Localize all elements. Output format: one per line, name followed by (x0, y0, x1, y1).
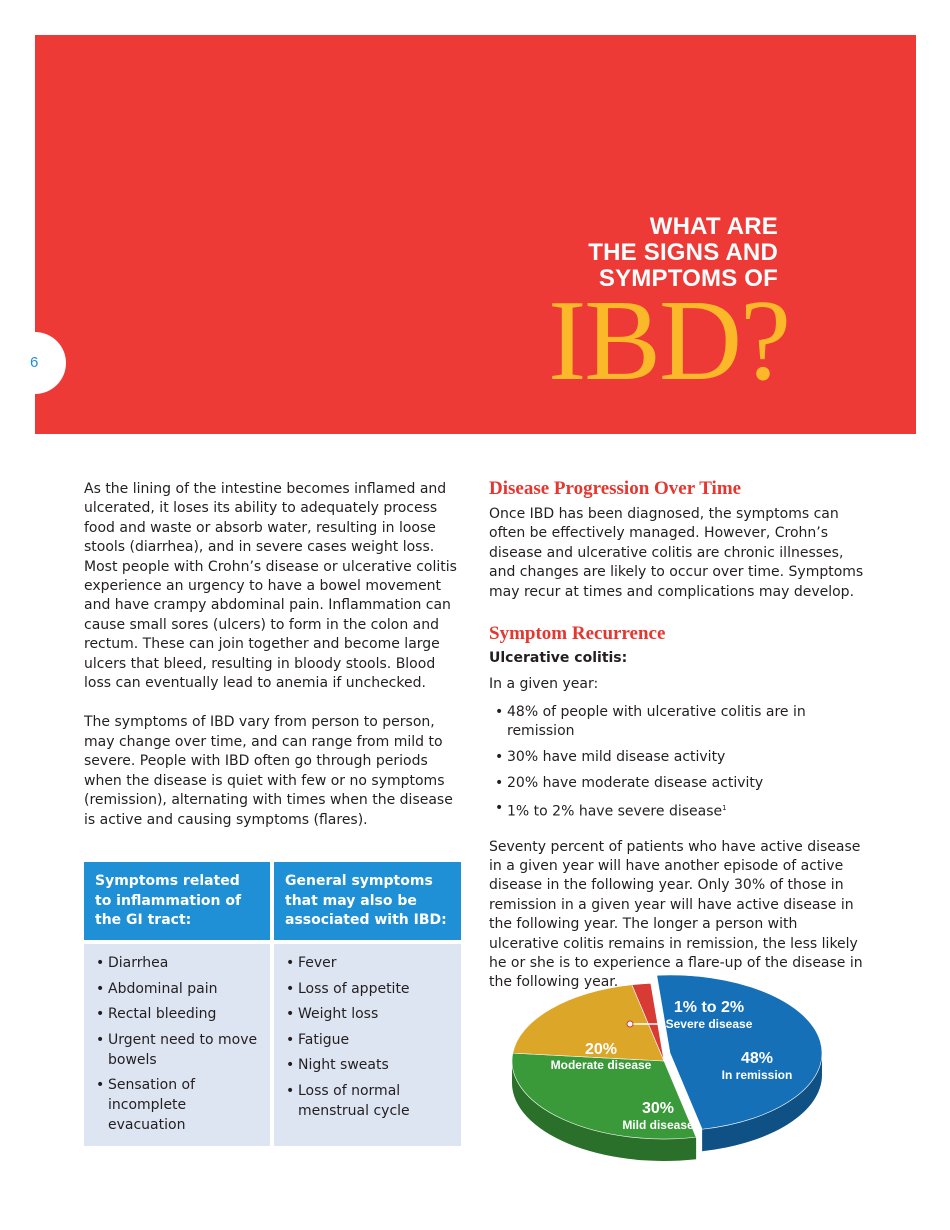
intro-paragraph-1: As the lining of the intestine becomes i… (84, 481, 457, 692)
slice-name-label: Moderate disease (551, 1058, 652, 1072)
page-number: 6 (30, 354, 39, 371)
severe-leader-dot (626, 1020, 634, 1028)
intro-line: In a given year: (489, 676, 599, 693)
list-item: Abdominal pain (96, 979, 258, 999)
subheading-uc: Ulcerative colitis: (489, 650, 628, 667)
list-item: Night sweats (286, 1055, 449, 1075)
list-item: Fever (286, 953, 449, 973)
title-banner (35, 35, 916, 434)
pie-slice-moderate-disease (512, 984, 665, 1062)
slice-value-label: 1% to 2% (674, 999, 744, 1016)
heading-progression: Disease Progression Over Time (489, 478, 742, 499)
list-item: Diarrhea (96, 953, 258, 973)
slice-value-label: 48% (741, 1050, 773, 1067)
list-item: 30% have mild disease activity (489, 748, 869, 768)
list-item: 20% have moderate disease activity (489, 774, 869, 794)
intro-paragraph-2: The symptoms of IBD vary from person to … (84, 714, 453, 828)
list-item: 1% to 2% have severe disease1 (489, 799, 869, 822)
recurrence-list: 48% of people with ulcerative colitis ar… (489, 703, 869, 823)
list-item: Weight loss (286, 1004, 449, 1024)
pie-slice-side (702, 1053, 822, 1152)
recurrence-paragraph: Seventy percent of patients who have act… (489, 838, 863, 991)
pie-slice-mild-disease (511, 1052, 697, 1140)
symptoms-table: Symptoms related to inflammation of the … (84, 862, 461, 1146)
slice-value-label: 30% (642, 1100, 674, 1117)
table-cell-general: Fever Loss of appetite Weight loss Fatig… (274, 944, 461, 1146)
table-header-gi: Symptoms related to inflammation of the … (84, 862, 270, 940)
list-item: 48% of people with ulcerative colitis ar… (489, 703, 869, 742)
pie-slice-severe-disease (631, 982, 665, 1062)
slice-name-label: In remission (722, 1068, 793, 1082)
page-title: WHAT ARE THE SIGNS AND SYMPTOMS OF (478, 214, 778, 292)
pie-slice-side (512, 1061, 697, 1161)
progression-section: Disease Progression Over Time Once IBD h… (489, 478, 869, 993)
intro-text: As the lining of the intestine becomes i… (84, 480, 464, 850)
slice-value-label: 20% (585, 1041, 617, 1058)
slice-name-label: Severe disease (666, 1017, 753, 1031)
slice-name-label: Mild disease (622, 1118, 694, 1132)
list-item: Loss of appetite (286, 979, 449, 999)
bullet-text: 1% to 2% have severe disease (507, 804, 723, 821)
title-line-1: WHAT ARE (649, 213, 778, 240)
uc-activity-pie-chart: 1% to 2% Severe disease 48% In remission… (511, 975, 823, 1161)
list-item: Rectal bleeding (96, 1004, 258, 1024)
footnote-mark: 1 (722, 804, 727, 813)
list-item: Sensation of incomplete evacuation (96, 1075, 258, 1135)
progression-paragraph: Once IBD has been diagnosed, the symptom… (489, 506, 864, 600)
pie-slice-in-remission (656, 975, 823, 1130)
page-number-tab (0, 332, 66, 394)
heading-recurrence: Symptom Recurrence (489, 623, 666, 645)
title-line-3: SYMPTOMS OF (598, 265, 778, 292)
table-cell-gi: Diarrhea Abdominal pain Rectal bleeding … (84, 944, 270, 1146)
list-item: Loss of normal menstrual cycle (286, 1081, 449, 1121)
title-ibd: IBD? (548, 277, 791, 404)
table-header-general: General symptoms that may also be associ… (274, 862, 461, 940)
title-line-2: THE SIGNS AND (588, 239, 778, 266)
list-item: Fatigue (286, 1030, 449, 1050)
list-item: Urgent need to move bowels (96, 1030, 258, 1070)
